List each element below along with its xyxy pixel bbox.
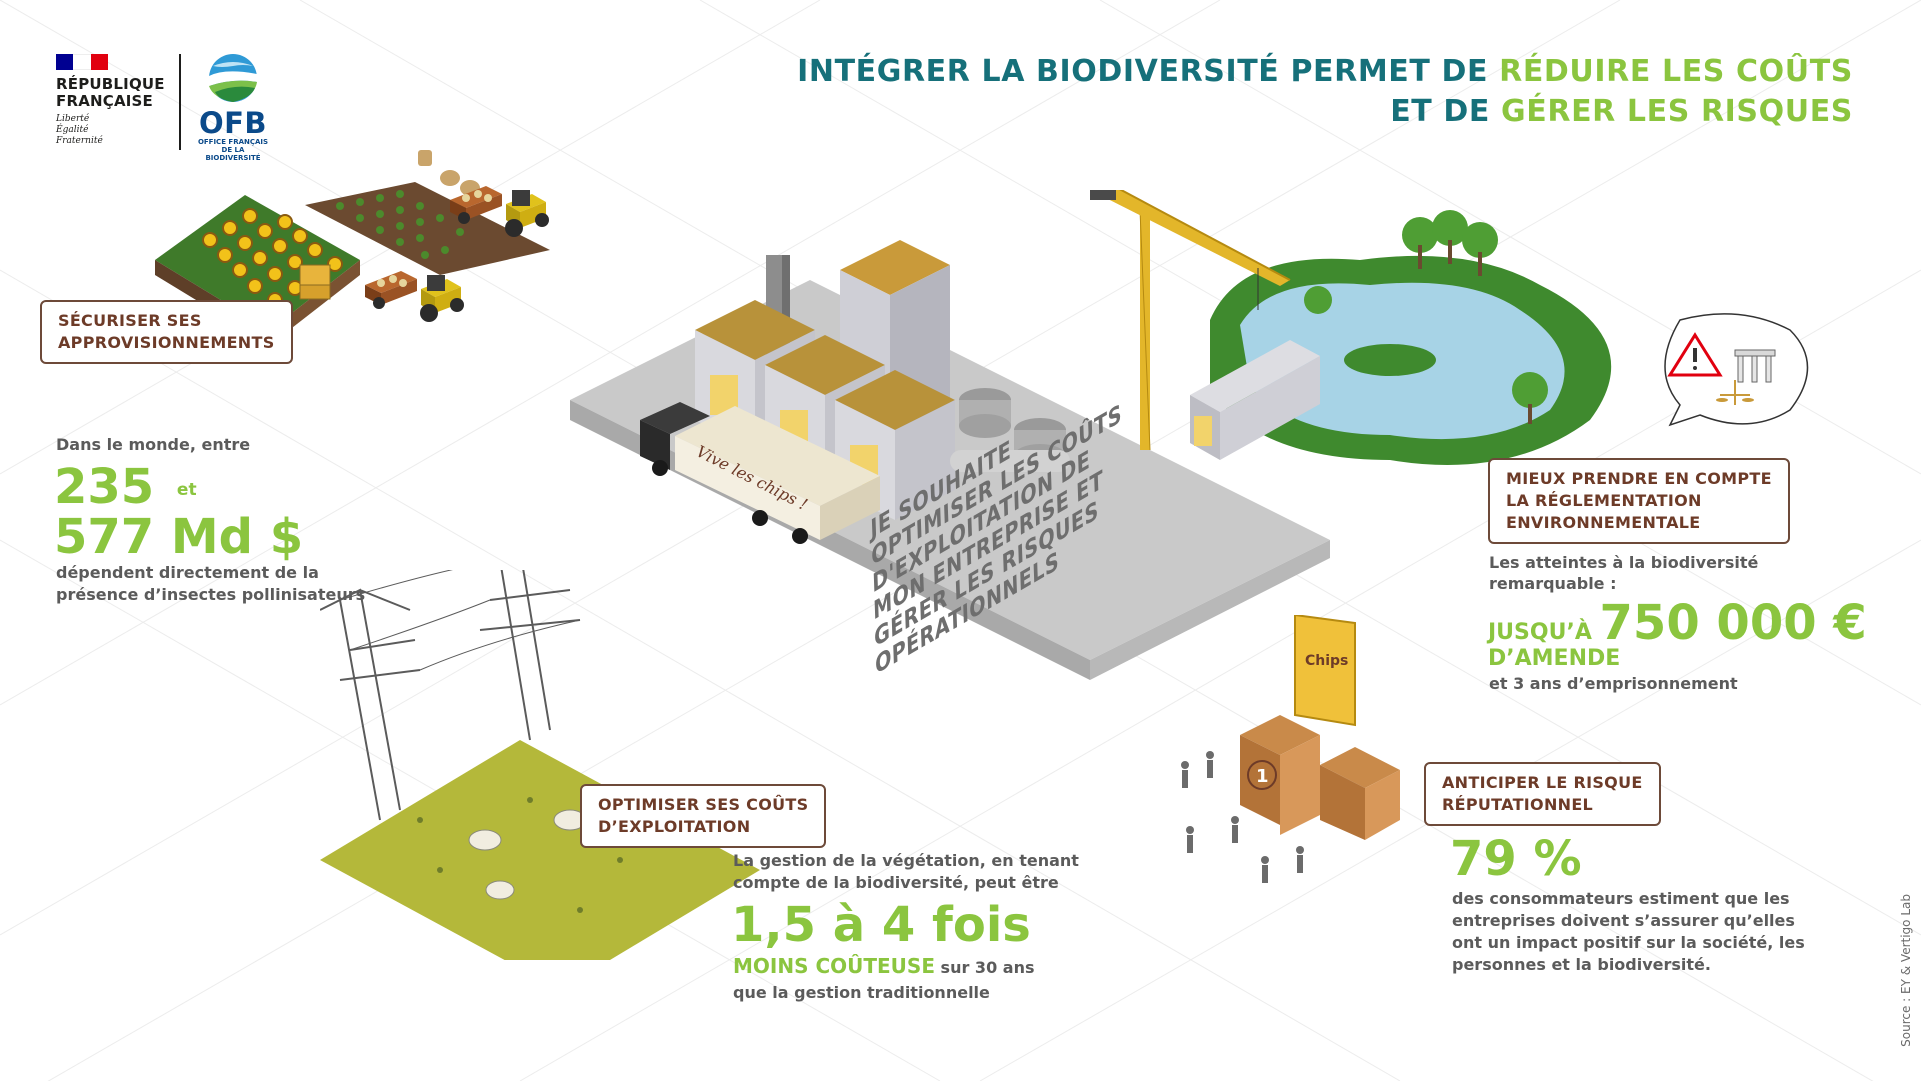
supply-label-line1: SÉCURISER SES [58,311,202,330]
costs-intro-2: compte de la biodiversité, peut être [733,873,1059,892]
motto-egalite: Égalité [56,125,89,135]
costs-desc: que la gestion traditionnelle [733,983,990,1002]
reputation-desc-4: personnes et la biodiversité. [1452,955,1711,974]
ofb-globe-icon [209,54,257,102]
supply-value1-row: 235 et [54,460,197,517]
page-title: INTÉGRER LA BIODIVERSITÉ PERMET DE RÉDUI… [753,52,1853,132]
motto-liberte: Liberté [56,114,90,124]
ofb-subtitle-2: DE LA BIODIVERSITÉ [205,146,261,162]
reputation-label-line1: ANTICIPER LE RISQUE [1442,773,1643,792]
supply-desc-1: dépendent directement de la [56,563,319,582]
podium-illustration: 1 Chips [1181,615,1400,883]
french-flag-icon [56,54,108,70]
supply-label: SÉCURISER SES APPROVISIONNEMENTS [40,300,293,364]
supply-value2: 577 Md $ [54,509,304,565]
regulation-value: 750 000 € [1599,595,1867,651]
costs-label-line1: OPTIMISER SES COÛTS [598,795,809,814]
costs-emphasis-row: MOINS COÛTEUSE sur 30 ans [733,956,1034,978]
republique-francaise-logo: RÉPUBLIQUE FRANÇAISE Liberté Égalité Fra… [56,54,165,147]
republique-title-line1: RÉPUBLIQUE [56,75,165,93]
supply-desc-2: présence d’insectes pollinisateurs [56,585,366,604]
ofb-logo: OFB OFFICE FRANÇAIS DE LA BIODIVERSITÉ [194,52,272,162]
supply-intro: Dans le monde, entre [56,435,251,454]
regulation-label: MIEUX PRENDRE EN COMPTE LA RÉGLEMENTATIO… [1488,458,1790,544]
title-part1: INTÉGRER LA BIODIVERSITÉ PERMET DE [797,54,1500,89]
source-credit: Source : EY & Vertigo Lab [1899,894,1913,1047]
reputation-desc-3: ont un impact positif sur la société, le… [1452,933,1805,952]
title-highlight2: GÉRER LES RISQUES [1501,94,1853,129]
title-highlight1: RÉDUIRE LES COÛTS [1499,54,1853,89]
supply-connector: et [176,480,197,500]
motto-fraternite: Fraternité [56,136,103,146]
logo-separator [179,54,181,150]
factory-illustration: Vive les chips ! [570,240,1330,680]
reputation-label-line2: RÉPUTATIONNEL [1442,795,1594,814]
regulation-desc: et 3 ans d’emprisonnement [1489,674,1738,693]
podium-rank: 1 [1256,766,1269,787]
costs-label-line2: D’EXPLOITATION [598,817,751,836]
reputation-desc-2: entreprises doivent s’assurer qu’elles [1452,911,1795,930]
power-line-illustration [320,570,760,960]
regulation-bubble-illustration [1664,313,1809,427]
regulation-intro-1: Les atteintes à la biodiversité [1489,553,1759,572]
chips-bag-label: Chips [1305,653,1348,669]
courthouse-icon [1734,349,1776,357]
crane-and-pond-illustration [1090,190,1612,465]
costs-value: 1,5 à 4 fois [731,897,1031,953]
regulation-unit: D’AMENDE [1488,646,1621,671]
regulation-label-line1: MIEUX PRENDRE EN COMPTE [1506,469,1772,488]
reputation-desc-1: des consommateurs estiment que les [1452,889,1790,908]
costs-suffix: sur 30 ans [934,958,1035,977]
ofb-wordmark: OFB [198,106,268,140]
ofb-subtitle-1: OFFICE FRANÇAIS [197,138,269,146]
title-part2: ET DE [1390,94,1502,129]
regulation-label-line2: LA RÉGLEMENTATION [1506,491,1702,510]
regulation-value-row: JUSQU’À 750 000 € [1488,596,1867,660]
farm-fields-illustration [155,150,550,345]
regulation-label-line3: ENVIRONNEMENTALE [1506,513,1701,532]
reputation-value: 79 % [1450,831,1582,887]
costs-label: OPTIMISER SES COÛTS D’EXPLOITATION [580,784,827,848]
supply-value1: 235 [54,459,155,515]
regulation-prefix: JUSQU’À [1488,620,1600,645]
supply-label-line2: APPROVISIONNEMENTS [58,333,275,352]
costs-emphasis: MOINS COÛTEUSE [733,954,935,978]
republique-title-line2: FRANÇAISE [56,92,154,110]
costs-intro-1: La gestion de la végétation, en tenant [733,851,1079,870]
reputation-label: ANTICIPER LE RISQUE RÉPUTATIONNEL [1424,762,1661,826]
regulation-intro-2: remarquable : [1489,574,1617,593]
chips-bag-icon [1294,615,1356,727]
